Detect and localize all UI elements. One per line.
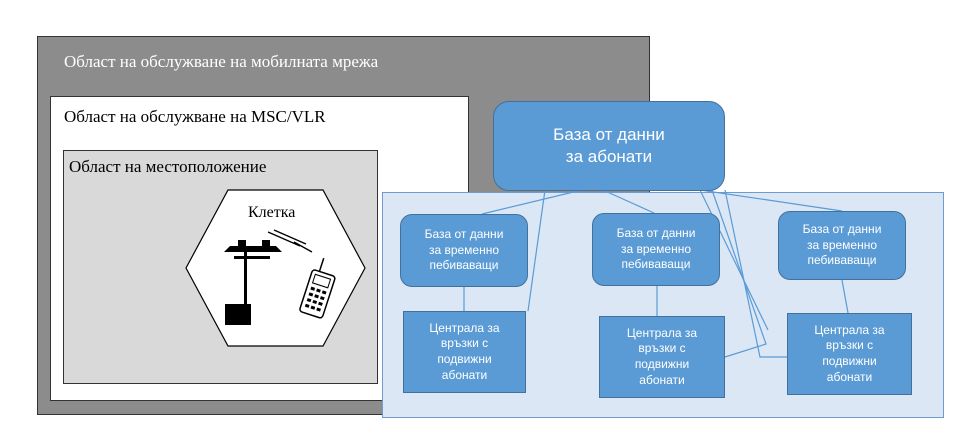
visitor-database-line1: База от данни xyxy=(802,222,882,237)
mobile-phone-icon xyxy=(299,257,336,319)
location-area-label: Област на местоположение xyxy=(69,157,267,176)
switching-centre-node-1: Централа за връзки с подвижни абонати xyxy=(403,311,526,393)
switching-centre-line2: връзки с xyxy=(825,338,874,353)
base-station-icon xyxy=(224,240,282,325)
switching-centre-line1: Централа за xyxy=(814,322,885,337)
visitor-database-node-3: База от данни за временно пебиваващи xyxy=(778,211,906,280)
visitor-database-line1: База от данни xyxy=(616,226,696,241)
subscriber-database-line1: База от данни xyxy=(553,124,665,144)
visitor-database-line3: пебиваващи xyxy=(807,253,877,268)
switching-centre-line4: абонати xyxy=(826,369,873,384)
radio-wave-icon xyxy=(267,229,313,253)
subscriber-database-line2: за абонати xyxy=(565,147,653,166)
switching-centre-line4: абонати xyxy=(441,367,488,382)
visitor-database-line3: пебиваващи xyxy=(429,258,499,273)
connector-line xyxy=(699,189,843,212)
cell-label: Клетка xyxy=(248,204,296,221)
connector-line xyxy=(481,187,591,215)
switching-centre-line3: подвижни xyxy=(822,354,877,368)
switching-centre-line1: Централа за xyxy=(429,320,500,335)
switching-centre-line3: подвижни xyxy=(634,357,690,371)
visitor-database-line1: База от данни xyxy=(424,227,504,242)
visitor-database-node-1: База от данни за временно пебиваващи xyxy=(400,214,528,287)
switching-centre-line2: връзки с xyxy=(638,341,686,356)
switching-centre-node-3: Централа за връзки с подвижни абонати xyxy=(787,313,912,395)
connector-line xyxy=(602,189,655,214)
connector-line xyxy=(527,189,546,312)
switching-centre-line4: абонати xyxy=(639,372,685,387)
visitor-database-node-2: База от данни за временно пебиваващи xyxy=(592,213,720,286)
switching-centre-line1: Централа за xyxy=(626,325,698,340)
switching-centre-node-2: Централа за връзки с подвижни абонати xyxy=(599,316,725,398)
subscriber-database-node: База от данни за абонати xyxy=(493,101,725,191)
connector-line xyxy=(841,279,849,314)
switching-centre-line2: връзки с xyxy=(440,336,489,351)
connector-line xyxy=(724,189,787,358)
visitor-database-line3: пебиваващи xyxy=(621,257,691,272)
visitor-database-line2: за временно xyxy=(806,237,878,252)
connector-line xyxy=(711,189,767,358)
visitor-database-line2: за временно xyxy=(428,242,500,257)
network-coverage-area-label: Област на обслужване на мобилната мрежа xyxy=(64,52,379,71)
msc-vlr-area-label: Област на обслужване на MSC/VLR xyxy=(64,107,326,126)
visitor-database-line2: за временно xyxy=(620,241,692,256)
switching-centre-line3: подвижни xyxy=(437,352,492,366)
